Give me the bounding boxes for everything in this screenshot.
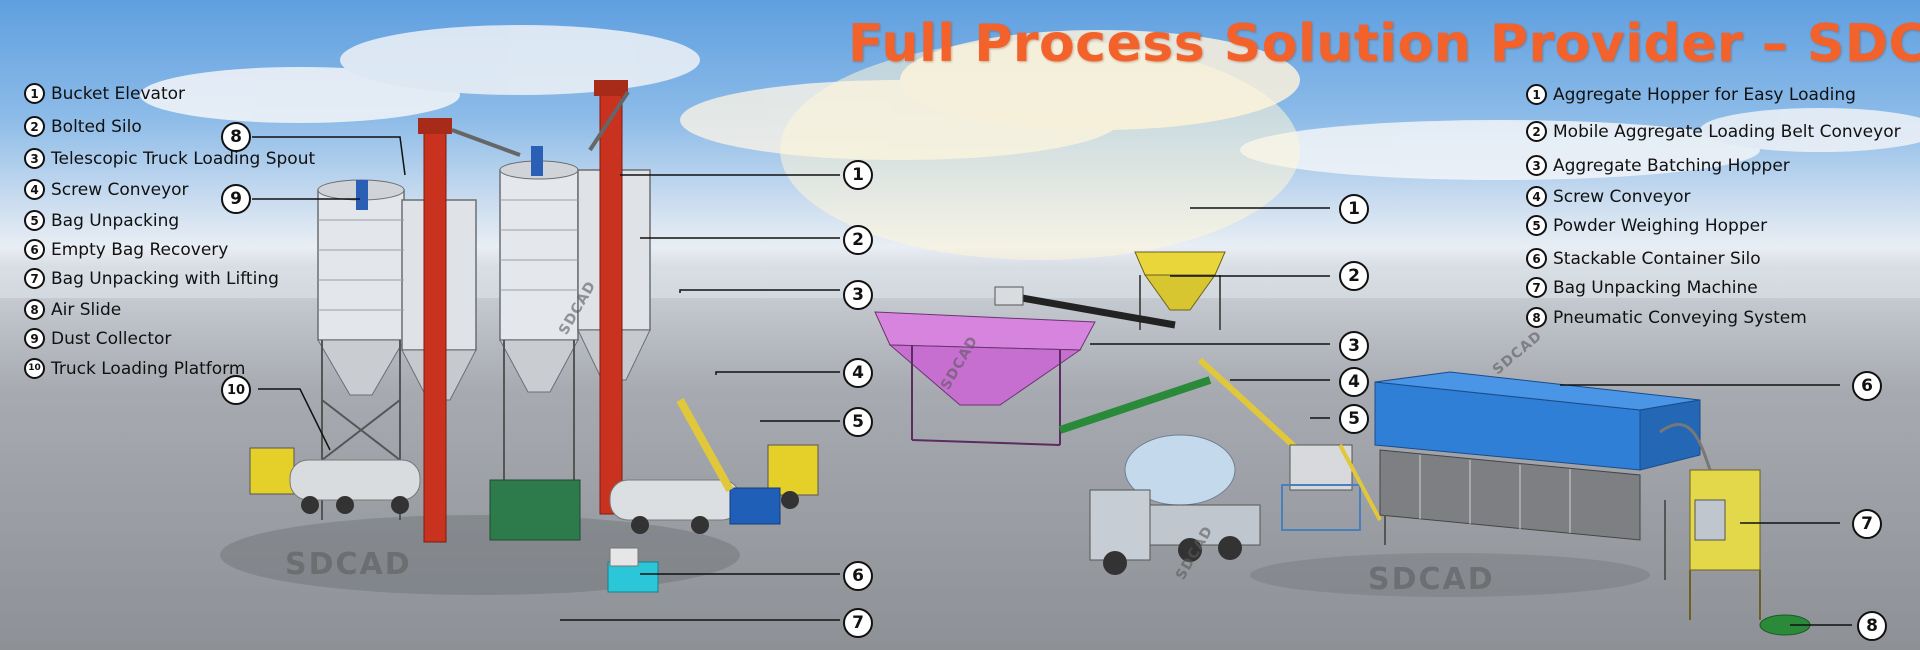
right-legend-label: Mobile Aggregate Loading Belt Conveyor (1553, 121, 1901, 142)
callout-left-5: 5 (843, 407, 873, 437)
right-legend-num: 8 (1526, 307, 1547, 328)
right-legend-item: 5 Powder Weighing Hopper (1526, 215, 1767, 236)
left-legend-num: 10 (24, 358, 45, 379)
page-title: Full Process Solution Provider – SDCAD (848, 14, 1920, 74)
left-legend-item: 5 Bag Unpacking (24, 210, 179, 231)
right-legend-item: 2 Mobile Aggregate Loading Belt Conveyor (1526, 121, 1901, 142)
left-legend-item: 1 Bucket Elevator (24, 83, 185, 104)
callout-left-4: 4 (843, 358, 873, 388)
right-legend-label: Powder Weighing Hopper (1553, 215, 1768, 236)
left-legend-label: Air Slide (51, 299, 122, 320)
left-leader-lines (252, 136, 840, 621)
right-legend-label: Aggregate Hopper for Easy Loading (1553, 84, 1856, 105)
left-legend-num: 6 (24, 239, 45, 260)
callout-right-4: 4 (1339, 367, 1369, 397)
right-legend-num: 7 (1526, 277, 1547, 298)
callout-left-6: 6 (843, 561, 873, 591)
right-legend-num: 4 (1526, 186, 1547, 207)
right-legend-item: 8 Pneumatic Conveying System (1526, 307, 1807, 328)
left-legend-label: Telescopic Truck Loading Spout (51, 148, 316, 169)
bucket-elevators (418, 80, 630, 543)
left-legend-label: Empty Bag Recovery (51, 239, 229, 260)
left-legend-item: 9 Dust Collector (24, 328, 171, 349)
silo-group (317, 146, 651, 520)
left-legend-label: Screw Conveyor (51, 179, 189, 200)
left-legend-num: 2 (24, 116, 45, 137)
callout-right-6: 6 (1852, 371, 1882, 401)
left-legend-item: 10 Truck Loading Platform (24, 358, 245, 379)
left-legend-item: 4 Screw Conveyor (24, 179, 189, 200)
right-legend-label: Aggregate Batching Hopper (1553, 155, 1790, 176)
right-legend-item: 1 Aggregate Hopper for Easy Loading (1526, 84, 1856, 105)
right-legend-label: Pneumatic Conveying System (1553, 307, 1807, 328)
right-legend-item: 4 Screw Conveyor (1526, 186, 1691, 207)
callout-left-8: 8 (221, 122, 251, 152)
callout-right-5: 5 (1339, 404, 1369, 434)
left-legend-label: Bucket Elevator (51, 83, 186, 104)
left-legend-item: 2 Bolted Silo (24, 116, 142, 137)
left-legend-label: Dust Collector (51, 328, 172, 349)
left-legend-num: 9 (24, 328, 45, 349)
callout-right-1: 1 (1339, 194, 1369, 224)
left-legend-num: 4 (24, 179, 45, 200)
left-legend-item: 6 Empty Bag Recovery (24, 239, 228, 260)
callout-left-3: 3 (843, 280, 873, 310)
watermark: SDCAD (285, 547, 412, 582)
left-legend-num: 8 (24, 299, 45, 320)
callout-left-2: 2 (843, 225, 873, 255)
right-legend-num: 1 (1526, 84, 1547, 105)
left-legend-num: 5 (24, 210, 45, 231)
left-legend-label: Bag Unpacking (51, 210, 180, 231)
left-legend-num: 1 (24, 83, 45, 104)
tanker-trucks (249, 444, 819, 534)
right-legend-num: 2 (1526, 121, 1547, 142)
left-legend-num: 3 (24, 148, 45, 169)
watermark: SDCAD (1368, 562, 1495, 597)
right-legend-num: 6 (1526, 248, 1547, 269)
left-legend-num: 7 (24, 268, 45, 289)
left-legend-item: 8 Air Slide (24, 299, 121, 320)
right-legend-num: 3 (1526, 155, 1547, 176)
right-legend-label: Stackable Container Silo (1553, 248, 1761, 269)
right-legend-label: Screw Conveyor (1553, 186, 1691, 207)
left-legend-item: 7 Bag Unpacking with Lifting (24, 268, 279, 289)
right-legend-item: 6 Stackable Container Silo (1526, 248, 1761, 269)
callout-right-8: 8 (1857, 611, 1887, 641)
callout-left-7: 7 (843, 608, 873, 638)
left-legend-label: Bolted Silo (51, 116, 142, 137)
callout-right-2: 2 (1339, 261, 1369, 291)
left-legend-item: 3 Telescopic Truck Loading Spout (24, 148, 315, 169)
left-legend-label: Truck Loading Platform (51, 358, 246, 379)
callout-right-3: 3 (1339, 331, 1369, 361)
right-legend-item: 3 Aggregate Batching Hopper (1526, 155, 1790, 176)
callout-left-1: 1 (843, 160, 873, 190)
left-legend-label: Bag Unpacking with Lifting (51, 268, 279, 289)
right-legend-num: 5 (1526, 215, 1547, 236)
right-legend-item: 7 Bag Unpacking Machine (1526, 277, 1758, 298)
callout-left-10: 10 (221, 375, 251, 405)
right-legend-label: Bag Unpacking Machine (1553, 277, 1758, 298)
callout-right-7: 7 (1852, 509, 1882, 539)
callout-left-9: 9 (221, 184, 251, 214)
